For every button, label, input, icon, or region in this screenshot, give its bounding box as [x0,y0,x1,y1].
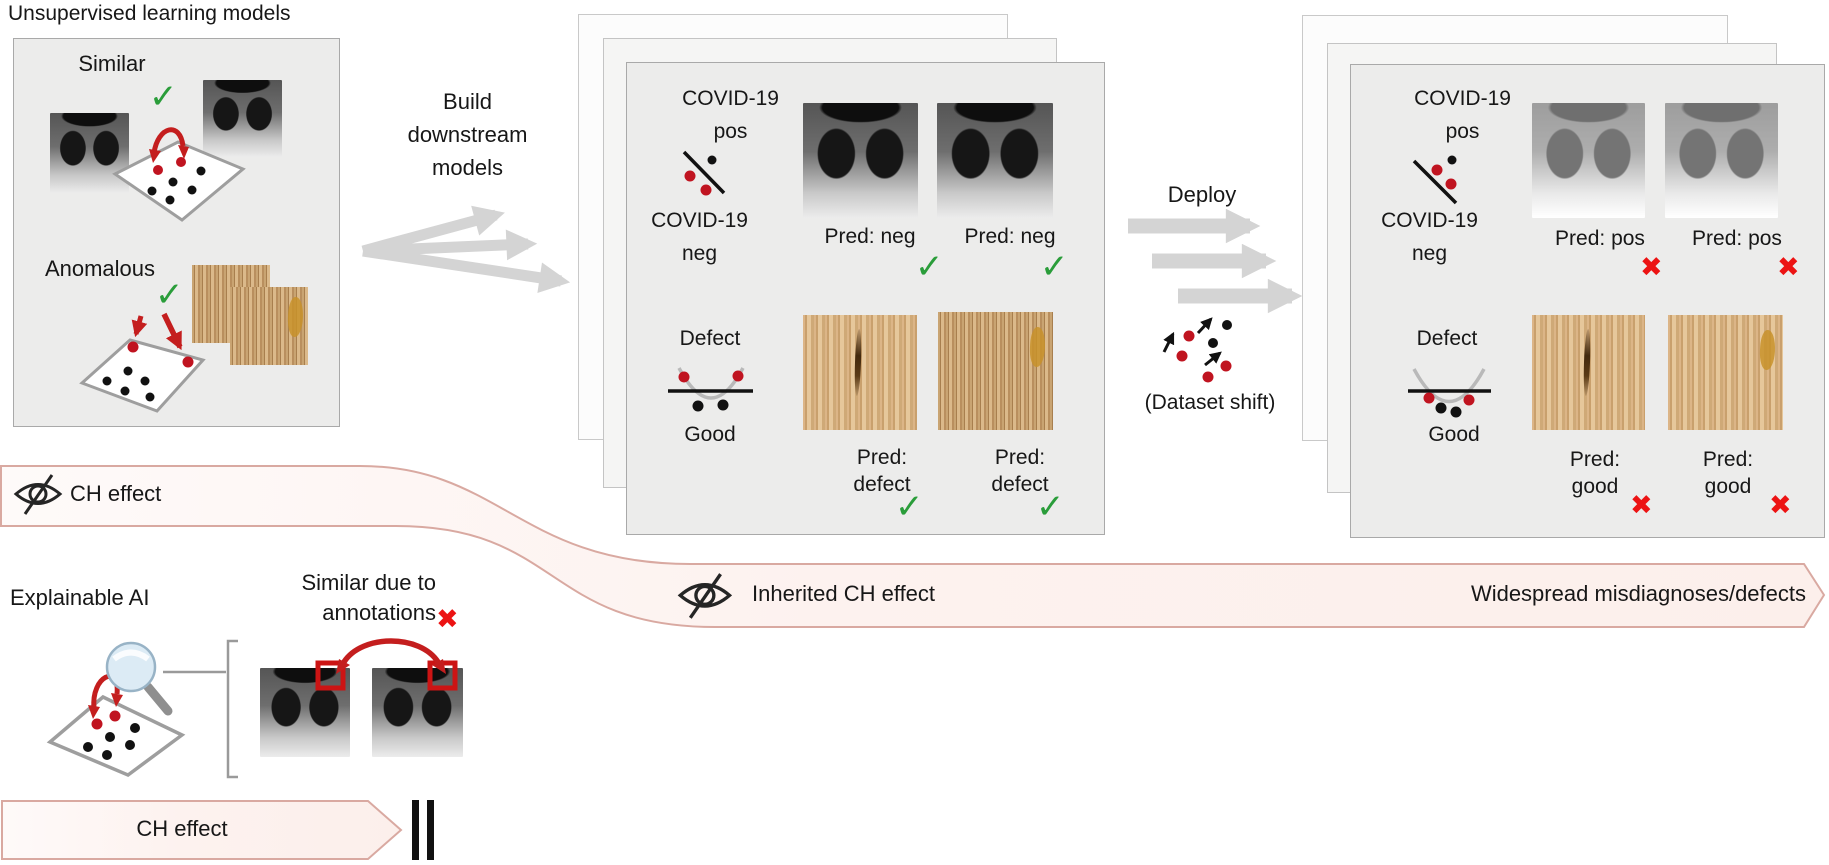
stop-bars-icon [412,800,419,860]
wood-texture-image [938,312,1053,430]
eye-slash-icon [677,573,733,619]
anomalous-label: Anomalous [44,256,156,281]
bracket-connector [163,639,238,779]
build-fan-arrows [361,205,571,293]
prediction-label: Pred: defect [853,446,911,496]
good-label: Good [684,423,736,446]
build-downstream-label: Build downstream models [407,89,528,180]
explainable-ai-label: Explainable AI [10,585,150,610]
check-icon: ✓ [1040,248,1069,286]
figure-title: Unsupervised learning models [8,2,291,25]
covid-neg-label: COVID-19 neg [651,209,748,265]
covid-neg-label: COVID-19 neg [1381,209,1478,265]
chest-xray-image [260,668,350,757]
wood-defect [1582,328,1592,396]
prediction-label: Pred: pos [1555,227,1645,250]
chest-xray-image [937,103,1053,218]
wood-texture-image [230,287,308,365]
cross-icon: ✖ [1630,490,1653,520]
chest-xray-image [1532,103,1645,218]
cross-icon: ✖ [1640,252,1663,282]
ch-effect-bottom-label: CH effect [136,816,228,841]
chest-xray-image [50,113,129,193]
similar-due-to-annotations-label: Similar due to annotations [301,570,436,625]
inherited-ch-effect-label: Inherited CH effect [752,581,936,606]
chest-xray-image [203,80,282,157]
magnifier-icon [105,641,173,716]
prediction-label: Pred: neg [964,225,1056,248]
chest-xray-image [803,103,918,218]
cross-icon: ✖ [1777,252,1800,282]
wood-texture-image [803,315,917,430]
wood-texture-image [1532,315,1645,430]
dataset-shift-label: (Dataset shift) [1144,391,1276,414]
check-icon: ✓ [149,78,178,116]
ch-effect-label: CH effect [70,481,162,506]
wood-defect [854,328,863,396]
wood-defect [286,296,304,338]
dataset-shift-icon [1162,317,1232,383]
deploy-label: Deploy [1167,182,1237,207]
similar-label: Similar [78,51,146,76]
chest-xray-image [1665,103,1778,218]
widespread-label: Widespread misdiagnoses/defects [1470,581,1806,606]
cross-icon: ✖ [436,604,459,634]
good-label: Good [1428,423,1480,446]
deploy-arrows [1128,208,1303,314]
defect-label: Defect [1416,327,1478,350]
eye-slash-icon [13,474,63,515]
chest-xray-image [372,668,463,757]
check-icon: ✓ [155,276,184,314]
cross-icon: ✖ [1769,490,1792,520]
check-icon: ✓ [915,248,944,286]
check-icon: ✓ [1036,488,1065,526]
covid-pos-label: COVID-19 pos [1414,87,1511,143]
defect-label: Defect [679,327,741,350]
check-icon: ✓ [895,488,924,526]
xai-scatter-plot [46,673,186,778]
covid-pos-label: COVID-19 pos [682,87,779,143]
wood-defect [1028,326,1046,368]
wood-texture-image [1668,315,1783,430]
wood-defect [1758,329,1776,371]
prediction-label: Pred: pos [1692,227,1782,250]
prediction-label: Pred: neg [824,225,916,248]
